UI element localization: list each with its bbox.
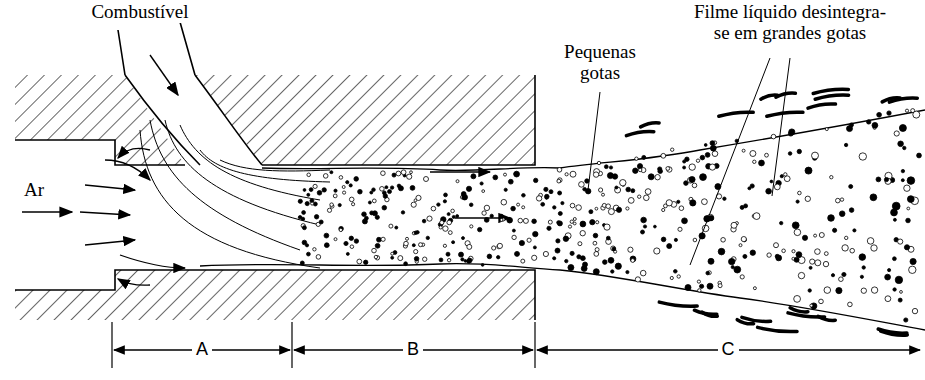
large-drops — [626, 89, 917, 335]
lower-wall — [15, 270, 535, 320]
zone-label: A — [192, 340, 212, 360]
upper-wall-right — [195, 75, 535, 165]
zone-label: C — [718, 340, 739, 360]
dimension-lines — [112, 322, 920, 368]
fuel-label: Combustível — [58, 2, 222, 23]
droplets-label: Pequenas gotas — [543, 42, 657, 84]
film-label: Filme líquido desintegra-se em grandes g… — [688, 2, 892, 44]
air-label: Ar — [12, 180, 56, 201]
zone-label: B — [403, 340, 423, 360]
droplets — [298, 109, 921, 323]
